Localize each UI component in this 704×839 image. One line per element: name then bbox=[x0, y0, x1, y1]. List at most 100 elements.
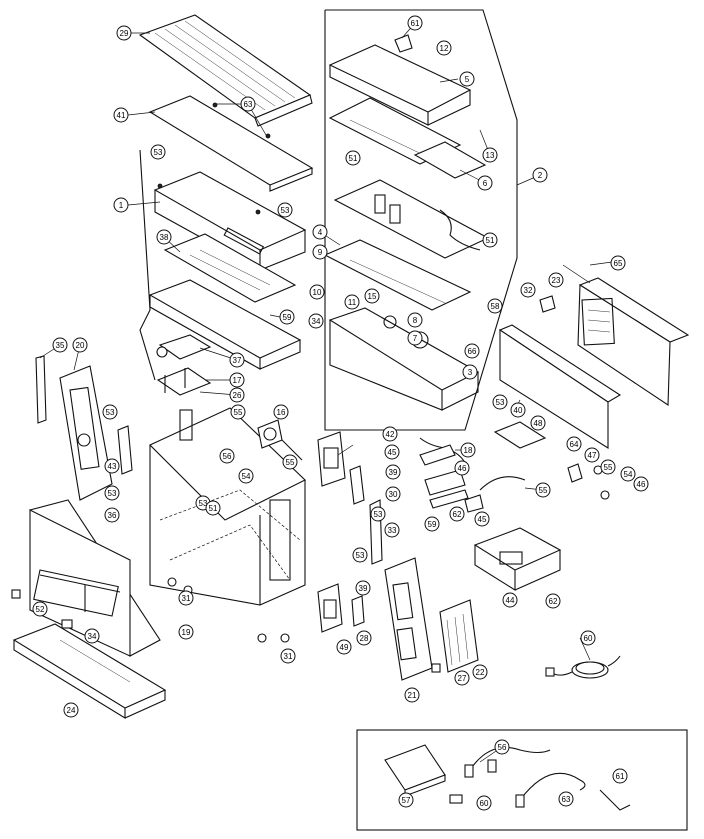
callout-label: 5 bbox=[465, 75, 470, 84]
callout-circle bbox=[600, 459, 616, 475]
callout-label: 56 bbox=[498, 743, 507, 752]
callout-c56: 56 bbox=[219, 448, 235, 464]
callout-label: 7 bbox=[413, 334, 418, 343]
callout-circle bbox=[530, 415, 546, 431]
callout-c12: 12 bbox=[436, 40, 452, 56]
callout-c43: 43 bbox=[104, 458, 120, 474]
callout-c62b: 62 bbox=[545, 593, 561, 609]
callout-circle bbox=[277, 202, 293, 218]
part-26-bracket bbox=[156, 367, 212, 396]
callout-circle bbox=[398, 792, 414, 808]
part-6-plate bbox=[413, 141, 487, 179]
callout-label: 64 bbox=[570, 440, 579, 449]
part-46-connector bbox=[424, 469, 469, 509]
callout-circle bbox=[449, 506, 465, 522]
callout-c63b: 63 bbox=[558, 791, 574, 807]
part-57-manual bbox=[384, 744, 446, 797]
callout-label: 49 bbox=[340, 643, 349, 652]
callout-circle bbox=[229, 387, 245, 403]
part-19-front-bezel bbox=[29, 499, 161, 657]
part-56-cable bbox=[464, 746, 551, 778]
callout-c62a: 62 bbox=[449, 506, 465, 522]
callout-circle bbox=[309, 284, 325, 300]
callout-circle bbox=[612, 768, 628, 784]
callout-circle bbox=[355, 580, 371, 596]
callout-c53a: 53 bbox=[150, 144, 166, 160]
callout-circle bbox=[407, 312, 423, 328]
callout-circle bbox=[464, 343, 480, 359]
callout-c13: 13 bbox=[482, 147, 498, 163]
callout-label: 38 bbox=[160, 233, 169, 242]
part-left-tray bbox=[148, 279, 302, 370]
callout-label: 30 bbox=[389, 490, 398, 499]
callout-c26: 26 bbox=[229, 387, 245, 403]
callout-label: 53 bbox=[496, 398, 505, 407]
callout-c34a: 34 bbox=[84, 628, 100, 644]
callout-circle bbox=[312, 244, 328, 260]
callout-circle bbox=[370, 506, 386, 522]
callout-label: 63 bbox=[244, 100, 253, 109]
callout-label: 16 bbox=[277, 408, 286, 417]
callout-label: 57 bbox=[402, 796, 411, 805]
part-18-cable bbox=[419, 437, 466, 466]
callout-c55c: 55 bbox=[535, 482, 551, 498]
callout-c46b: 46 bbox=[633, 476, 649, 492]
callout-circle bbox=[273, 404, 289, 420]
callout-c66: 66 bbox=[464, 343, 480, 359]
callout-circle bbox=[356, 630, 372, 646]
callout-circle bbox=[229, 352, 245, 368]
callout-c11: 11 bbox=[344, 294, 360, 310]
callout-circle bbox=[385, 464, 401, 480]
callout-label: 53 bbox=[106, 408, 115, 417]
callout-label: 21 bbox=[408, 691, 417, 700]
callout-label: 46 bbox=[458, 464, 467, 473]
callout-c3: 3 bbox=[462, 364, 478, 380]
part-45-connector bbox=[464, 476, 526, 513]
part-12-switch bbox=[394, 34, 413, 53]
callout-c17: 17 bbox=[229, 372, 245, 388]
callout-label: 32 bbox=[524, 286, 533, 295]
callout-c22: 22 bbox=[472, 664, 488, 680]
callout-circle bbox=[104, 507, 120, 523]
callout-label: 62 bbox=[453, 510, 462, 519]
callout-c61a: 61 bbox=[407, 15, 423, 31]
callout-c59a: 59 bbox=[279, 309, 295, 325]
part-31-foot-a bbox=[167, 577, 177, 587]
part-5-power-cover bbox=[328, 44, 472, 126]
callout-c30: 30 bbox=[385, 486, 401, 502]
callout-label: 8 bbox=[413, 316, 418, 325]
callout-c39b: 39 bbox=[355, 580, 371, 596]
part-9-panel bbox=[323, 239, 472, 311]
callout-circle bbox=[535, 482, 551, 498]
callout-c51c: 51 bbox=[482, 232, 498, 248]
part-30-card bbox=[349, 465, 365, 505]
callout-c53d: 53 bbox=[104, 485, 120, 501]
part-27-clip bbox=[431, 663, 441, 673]
callout-circle bbox=[72, 337, 88, 353]
callout-label: 58 bbox=[491, 302, 500, 311]
callout-label: 56 bbox=[223, 452, 232, 461]
callout-label: 46 bbox=[637, 480, 646, 489]
callout-label: 28 bbox=[360, 634, 369, 643]
callout-label: 37 bbox=[233, 356, 242, 365]
callout-label: 39 bbox=[389, 468, 398, 477]
callout-label: 55 bbox=[604, 463, 613, 472]
callout-circle bbox=[477, 175, 493, 191]
callout-label: 53 bbox=[154, 148, 163, 157]
callout-c57: 57 bbox=[398, 792, 414, 808]
callout-circle bbox=[404, 687, 420, 703]
callout-label: 2 bbox=[538, 171, 543, 180]
callout-label: 51 bbox=[209, 504, 218, 513]
callout-c53c: 53 bbox=[102, 404, 118, 420]
callout-label: 4 bbox=[318, 228, 323, 237]
part-31-foot-d bbox=[280, 633, 290, 643]
callout-circle bbox=[84, 628, 100, 644]
group-outline-left-module bbox=[139, 149, 156, 381]
callout-label: 35 bbox=[56, 341, 65, 350]
callout-circle bbox=[312, 224, 328, 240]
part-23-back-cover bbox=[577, 277, 690, 407]
callout-c56b: 56 bbox=[494, 739, 510, 755]
callout-label: 17 bbox=[233, 376, 242, 385]
callout-label: 19 bbox=[182, 628, 191, 637]
